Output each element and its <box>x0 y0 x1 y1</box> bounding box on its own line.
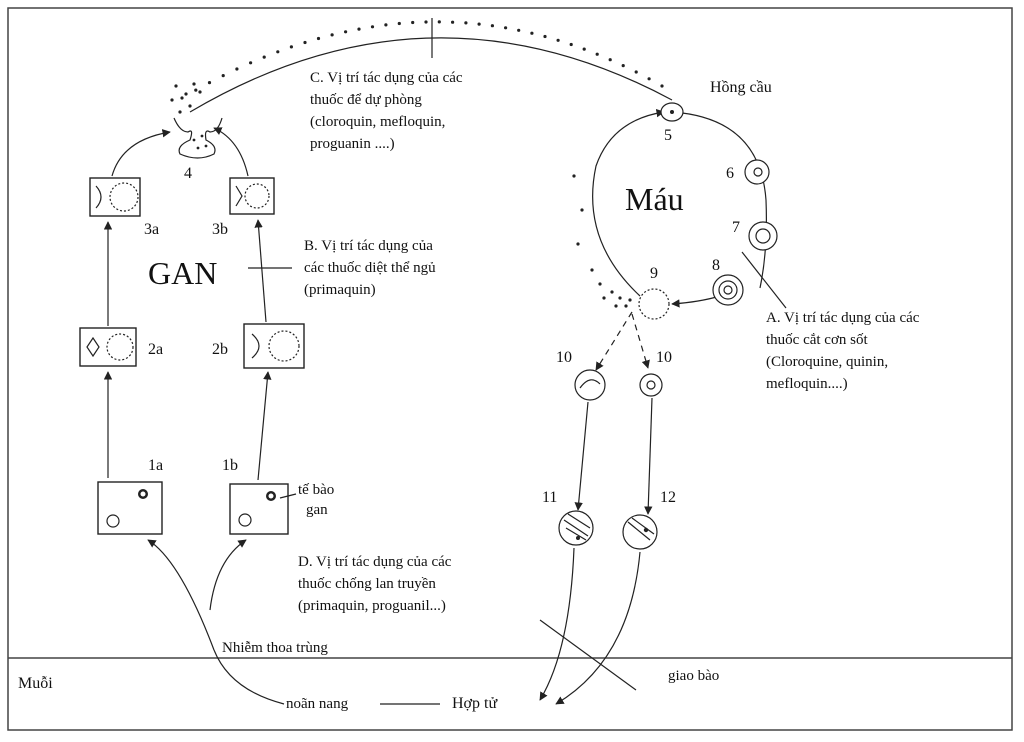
stage-7-label: 7 <box>732 219 740 236</box>
annotation-b-line3: (primaquin) <box>304 282 376 298</box>
arrow-9-10b <box>631 313 650 369</box>
liver-cell-1a <box>97 481 163 535</box>
liver-cell-pointer <box>279 493 297 499</box>
arrow-2b-3b <box>254 219 267 323</box>
annotation-c: C. Vị trí tác dụng của các thuốc để dự p… <box>310 70 463 152</box>
liver-region-label: GAN <box>148 255 217 291</box>
gametocyte-12 <box>622 514 658 550</box>
stage-11-label: 11 <box>542 489 557 506</box>
arrow-10b-12 <box>644 397 653 515</box>
liver-cell-1b <box>229 483 289 535</box>
annotation-d-line2: thuốc chống lan truyền <box>298 576 436 592</box>
arrow-12-zygote <box>555 551 641 705</box>
annotation-b-line1: B. Vị trí tác dụng của <box>304 238 433 254</box>
gametocyte-10b <box>639 373 663 397</box>
merozoite-arc <box>189 37 673 113</box>
arrow-8-9 <box>671 295 721 308</box>
annotation-d: D. Vị trí tác dụng của các thuốc chống l… <box>298 554 452 614</box>
liver-cell-label-line1: tế bào <box>298 482 334 498</box>
red-cell-7 <box>748 221 778 251</box>
zygote-label: Hợp tử <box>452 695 498 712</box>
liver-stage-2b <box>243 323 305 369</box>
arrow-3b-4 <box>213 127 249 177</box>
arrow-infection-1b <box>209 539 247 611</box>
stage-4-label: 4 <box>184 165 192 182</box>
annotation-a-line1: A. Vị trí tác dụng của các <box>766 310 920 326</box>
stage-3b-label: 3b <box>212 221 228 238</box>
annotation-c-line4: proguanin ....) <box>310 136 395 152</box>
arrow-1b-2b <box>257 371 272 481</box>
annotation-c-line1: C. Vị trí tác dụng của các <box>310 70 463 86</box>
annotation-c-line2: thuốc để dự phòng <box>310 92 422 108</box>
blood-region-label: Máu <box>625 181 684 217</box>
stage-2a-label: 2a <box>148 341 163 358</box>
liver-cell-label-line2: gan <box>306 502 328 518</box>
annotation-a-line4: mefloquin....) <box>766 376 848 392</box>
stage-10a-label: 10 <box>556 349 572 366</box>
gametocyte-10a <box>574 369 606 401</box>
sporozoite-infection-label: Nhiễm thoa trùng <box>222 640 328 656</box>
annotation-b: B. Vị trí tác dụng của các thuốc diệt th… <box>304 238 436 298</box>
annotation-a: A. Vị trí tác dụng của các thuốc cắt cơn… <box>766 310 920 392</box>
red-cell-8 <box>712 274 744 306</box>
annotation-d-line1: D. Vị trí tác dụng của các <box>298 554 452 570</box>
annotation-c-line3: (cloroquin, mefloquin, <box>310 114 445 130</box>
arrow-9-10a <box>595 311 633 371</box>
stage-9-label: 9 <box>650 265 658 282</box>
stage-10b-label: 10 <box>656 349 672 366</box>
gametocyte-label: giao bào <box>668 668 719 684</box>
stage-1a-label: 1a <box>148 457 163 474</box>
arrow-3a-4 <box>111 129 171 177</box>
arrow-infection-1a <box>147 539 215 651</box>
red-cell-9 <box>638 288 670 320</box>
red-cell-label: Hồng cầu <box>710 79 772 96</box>
liver-schizont-4 <box>173 117 223 159</box>
stage-5-label: 5 <box>664 127 672 144</box>
stage-3a-label: 3a <box>144 221 159 238</box>
oocyst-label: noãn nang <box>286 696 349 712</box>
stage-8-label: 8 <box>712 257 720 274</box>
mosquito-region-label: Muỗi <box>18 675 53 692</box>
stage-12-label: 12 <box>660 489 676 506</box>
merozoite-dots <box>170 20 664 308</box>
liver-stage-3b <box>229 177 275 215</box>
annotation-b-line2: các thuốc diệt thể ngủ <box>304 260 436 276</box>
arrow-oocyst-infection <box>213 649 285 705</box>
diagram-frame <box>7 7 1013 731</box>
annotation-a-line3: (Cloroquine, quinin, <box>766 354 888 370</box>
blood-cycle-left <box>592 109 665 297</box>
stage-2b-label: 2b <box>212 341 228 358</box>
stage-6-label: 6 <box>726 165 734 182</box>
blood-cycle-right <box>671 111 767 289</box>
gametocyte-11 <box>558 510 594 546</box>
annotation-a-line2: thuốc cắt cơn sốt <box>766 332 868 348</box>
red-cell-5 <box>660 102 684 122</box>
drug-a-pointer <box>741 251 787 309</box>
stage-1b-label: 1b <box>222 457 238 474</box>
arrow-10a-11 <box>574 401 589 511</box>
drug-d-pointer <box>539 619 637 691</box>
liver-stage-2a <box>79 327 137 367</box>
liver-stage-3a <box>89 177 141 217</box>
red-cell-6 <box>744 159 770 185</box>
annotation-d-line3: (primaquin, proguanil...) <box>298 598 446 614</box>
